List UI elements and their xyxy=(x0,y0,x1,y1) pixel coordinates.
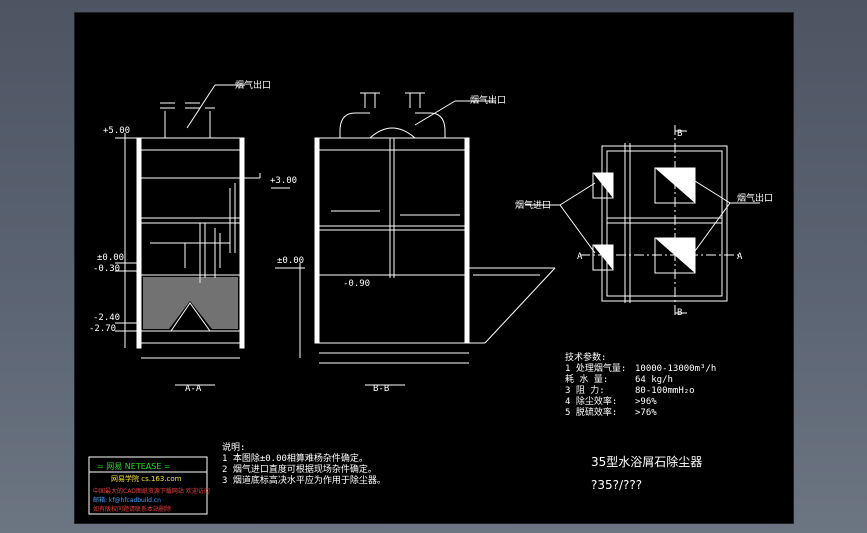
tech-row-value: >96% xyxy=(635,397,657,407)
note-line: 3 烟道底标高决水平应为作用于除尘器。 xyxy=(222,474,386,486)
tech-row-key: 5 脱硫效率: xyxy=(565,406,617,418)
cad-text-layer: 烟气出口 烟气出口 烟气进口 烟气出口 +5.00 +3.00 ±0.00 -0… xyxy=(89,79,773,513)
view-label-bb: B-B xyxy=(373,384,389,394)
section-marker: A xyxy=(577,252,583,262)
notes-heading: 说明: xyxy=(222,441,245,453)
elevation-label: ±0.00 xyxy=(97,253,124,263)
section-bb-drawing xyxy=(299,92,556,386)
title-block-frame xyxy=(88,456,208,515)
gas-outlet-label-plan: 烟气出口 xyxy=(737,192,773,204)
hopper-hatch xyxy=(143,277,238,329)
note-line: 2 烟气进口直度可根据现场杂件确定。 xyxy=(222,463,377,475)
elevation-label: -2.40 xyxy=(93,313,120,323)
elevation-label: +5.00 xyxy=(103,126,130,136)
elevation-label: -0.90 xyxy=(343,279,370,289)
section-marker: B xyxy=(677,308,682,318)
stamp-line: 如有版权问题请联系本站删除 xyxy=(93,505,171,513)
tech-row-key: 耗 水 量: xyxy=(565,373,608,385)
stamp-line: 邮箱: kf@hfcadbuild.cn xyxy=(93,496,161,504)
section-aa-drawing xyxy=(115,84,305,386)
tech-row-key: 4 除尘效率: xyxy=(565,395,617,407)
elevation-label: +3.00 xyxy=(270,176,297,186)
elevation-label: ±0.00 xyxy=(277,256,304,266)
tech-row-key: 3 阻 力: xyxy=(565,384,605,396)
tech-row-value: 10000-13000m³/h xyxy=(635,364,716,374)
elevation-label: -0.30 xyxy=(93,264,120,274)
tech-row-value: 64 kg/h xyxy=(635,375,673,385)
plan-fill xyxy=(593,168,695,273)
drawing-title: 35型水浴屑石除尘器 xyxy=(591,454,702,469)
tech-heading: 技术参数: xyxy=(565,351,606,363)
section-marker: A xyxy=(737,252,743,262)
tech-row-value: >76% xyxy=(635,408,657,418)
cad-viewport[interactable]: 烟气出口 烟气出口 烟气进口 烟气出口 +5.00 +3.00 ±0.00 -0… xyxy=(74,12,794,524)
note-line: 1 本图除±0.00相算难杨杂件确定。 xyxy=(222,452,368,464)
gas-outlet-label-bb: 烟气出口 xyxy=(470,94,506,106)
tech-row-value: 80-100mmH₂o xyxy=(635,386,695,396)
section-marker: B xyxy=(677,129,682,139)
cad-drawing-canvas xyxy=(88,84,760,515)
stamp-site: 网易学院 cs.163.com xyxy=(111,474,182,483)
gas-outlet-label-aa: 烟气出口 xyxy=(235,79,271,91)
tech-row-key: 1 处理烟气量: xyxy=(565,362,626,374)
drawing-subtitle: ?35?/??? xyxy=(591,478,642,492)
gas-inlet-label: 烟气进口 xyxy=(515,199,551,211)
view-label-aa: A-A xyxy=(185,384,202,394)
stamp-line: 中国最大的CAD图纸资源下载网站 欢迎访问 xyxy=(93,487,210,495)
stamp-brand: = 网易 NETEASE = xyxy=(97,462,171,471)
elevation-label: -2.70 xyxy=(89,324,116,334)
